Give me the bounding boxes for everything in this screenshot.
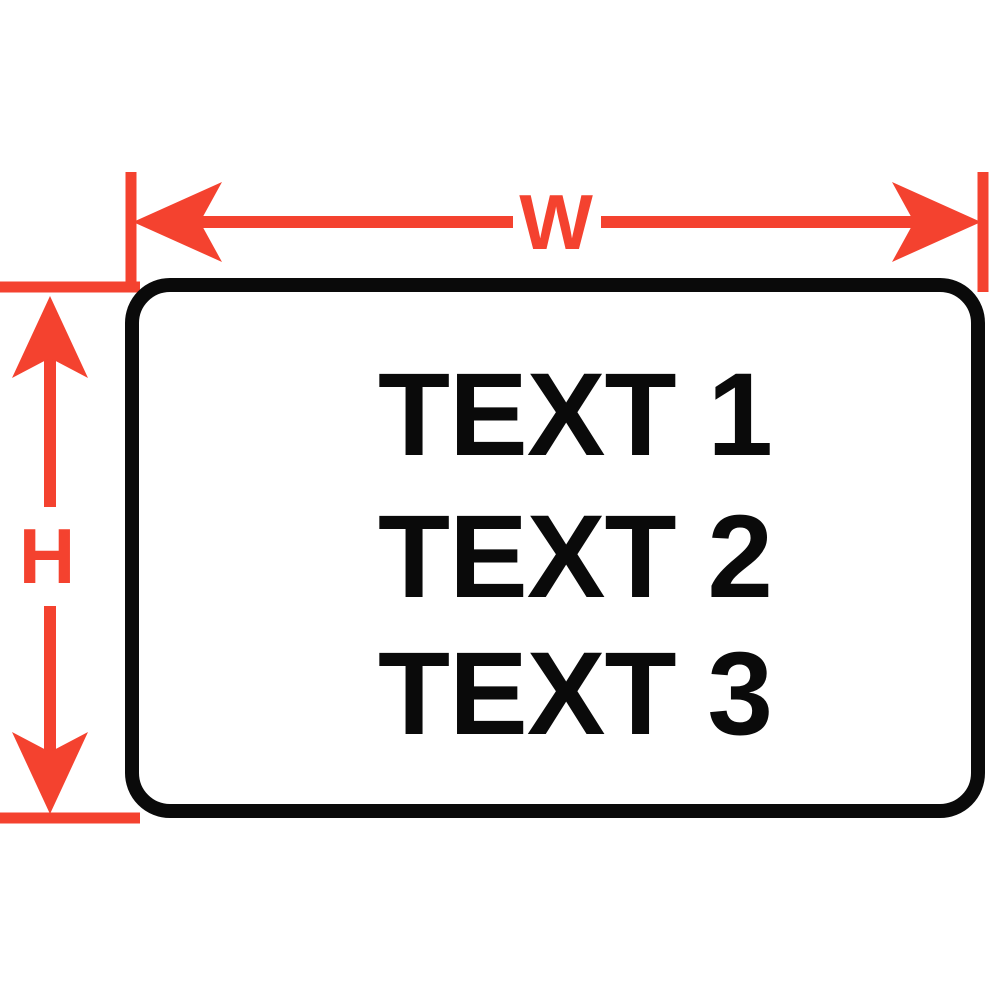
height-arrowhead-top bbox=[12, 296, 88, 378]
label-text-line-1: TEXT 1 bbox=[378, 349, 772, 481]
height-dimension-group: H bbox=[0, 281, 140, 824]
width-dimension-group: W bbox=[125, 172, 989, 292]
label-text-line-2: TEXT 2 bbox=[378, 491, 772, 623]
width-arrowhead-left bbox=[133, 182, 222, 262]
height-dimension-label: H bbox=[19, 512, 75, 600]
label-text-line-3: TEXT 3 bbox=[378, 628, 772, 760]
height-arrowhead-bottom bbox=[12, 732, 88, 814]
label-outline-rounded-rect bbox=[125, 278, 985, 818]
width-arrowhead-right bbox=[892, 182, 981, 262]
label-text-block: TEXT 1 TEXT 2 TEXT 3 bbox=[378, 349, 773, 760]
width-dimension-label: W bbox=[519, 178, 593, 266]
